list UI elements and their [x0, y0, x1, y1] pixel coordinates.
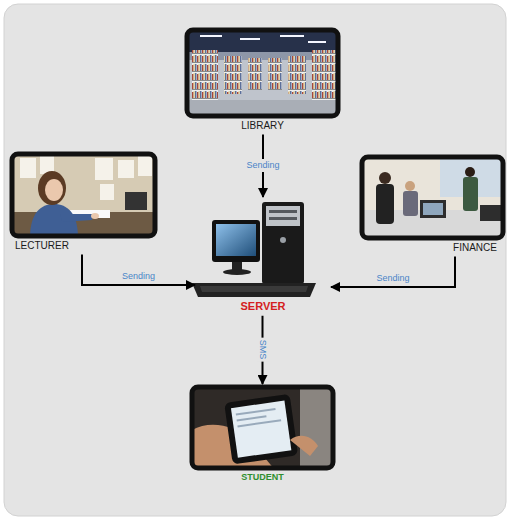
photo-frame: [362, 157, 503, 238]
student-photo: [236, 408, 276, 416]
student-photo: [237, 415, 267, 421]
lecturer-photo: [118, 160, 134, 178]
server-computer: [266, 206, 300, 226]
background-panel: [4, 4, 506, 516]
server-node: SERVER: [195, 198, 331, 314]
lecturer-photo: [20, 158, 36, 178]
server-computer: [280, 237, 286, 243]
finance-photo: [405, 181, 415, 191]
library-photo: [312, 50, 338, 102]
student-photo: [224, 394, 298, 465]
server-computer: [212, 220, 260, 262]
lecturer-photo: [91, 213, 99, 219]
finance-photo: [465, 167, 475, 177]
server-computer: [192, 202, 316, 297]
finance-photo: [463, 177, 478, 211]
node-label: LECTURER: [10, 238, 157, 253]
finance-photo: [376, 184, 394, 224]
student-photo: [224, 394, 298, 465]
lecturer-photo: [12, 154, 155, 236]
lecturer-photo: [60, 214, 92, 222]
student-photo: [290, 436, 318, 456]
edge-label: Sending: [376, 273, 409, 284]
node-label: FINANCE: [360, 240, 505, 255]
finance-photo: [423, 203, 443, 215]
node-label: SERVER: [195, 298, 331, 314]
photo-frame: [187, 30, 338, 116]
lecturer-photo: [95, 158, 113, 180]
library-photo: [288, 56, 306, 94]
student-photo: [300, 387, 333, 468]
server-computer: [192, 283, 316, 297]
library-photo: [268, 58, 282, 90]
library-photo: [192, 50, 218, 102]
arrow-connector: [331, 257, 455, 288]
server-computer: [269, 217, 297, 220]
photo-frame: [12, 154, 155, 236]
library-photo: [224, 56, 242, 94]
lecturer-photo: [100, 184, 114, 200]
lecturer-photo: [138, 156, 152, 176]
student-photo: [192, 387, 333, 468]
finance-photo: [362, 157, 503, 238]
edge-label: Sending: [244, 159, 281, 172]
lecturer-photo: [45, 179, 63, 201]
student-photo: [192, 387, 333, 468]
node-label: LIBRARY: [185, 118, 340, 133]
finance-photo: [480, 205, 502, 221]
student-photo: [231, 401, 291, 458]
lecturer-photo: [12, 154, 155, 236]
photo-frame: [192, 387, 333, 468]
library-photo: [187, 30, 338, 116]
server-computer: [232, 262, 242, 270]
server-computer: [200, 286, 308, 292]
lecturer-photo: [38, 171, 66, 205]
node-label: STUDENT: [190, 470, 335, 483]
server-computer: [223, 269, 251, 275]
server-computer: [216, 224, 256, 256]
student-node: STUDENT: [190, 385, 335, 483]
finance-photo: [379, 172, 391, 184]
server-computer: [269, 210, 297, 213]
library-node: LIBRARY: [185, 28, 340, 133]
library-photo: [280, 35, 304, 37]
server-computer: [262, 202, 304, 284]
arrow-connector: [82, 255, 195, 286]
library-photo: [187, 30, 338, 116]
finance-photo: [362, 157, 503, 238]
finance-photo: [420, 200, 446, 218]
library-photo: [187, 30, 338, 52]
finance-node: FINANCE: [360, 155, 505, 255]
library-photo: [248, 58, 262, 90]
library-photo: [200, 35, 222, 37]
edge-label: Sending: [122, 271, 155, 282]
lecturer-photo: [125, 192, 147, 210]
lecturer-node: LECTURER: [10, 152, 157, 253]
library-photo: [240, 38, 260, 40]
student-photo: [237, 419, 281, 427]
library-photo: [308, 41, 326, 43]
finance-photo: [403, 191, 418, 216]
edge-label: SMS: [256, 338, 269, 362]
